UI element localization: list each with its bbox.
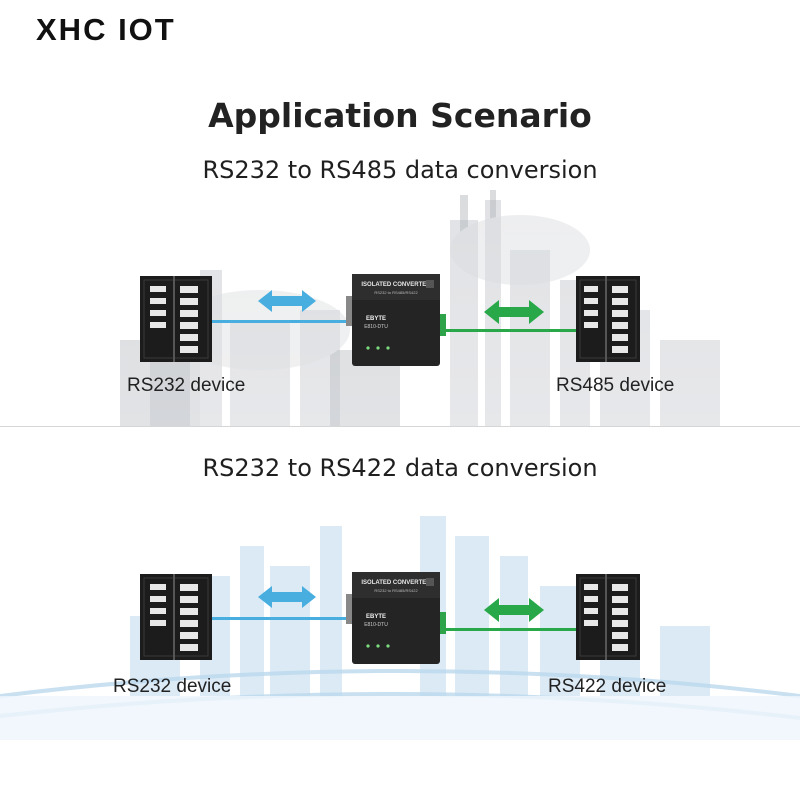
- isolated-converter: ISOLATED CONVERTER RS232 to RS485/RS422 …: [346, 274, 446, 366]
- rs485-cable: [446, 329, 576, 332]
- scenario-2-title: RS232 to RS422 data conversion: [202, 454, 598, 482]
- bidirectional-arrow-icon: [258, 290, 316, 312]
- scenario-2-diagram: ISOLATED CONVERTER RS232 to RS485/RS422 …: [0, 496, 800, 740]
- rs232-cable: [212, 320, 352, 323]
- converter-header: ISOLATED CONVERTER: [361, 580, 431, 586]
- rs232-device-label: RS232 device: [127, 375, 246, 396]
- rs485-device-label: RS485 device: [556, 375, 675, 396]
- rs422-device-label: RS422 device: [548, 676, 667, 697]
- brand-logo: XHC IOT: [36, 12, 176, 47]
- converter-brand: EBYTE: [366, 316, 386, 322]
- rs232-device: [140, 574, 212, 660]
- rs232-device-label: RS232 device: [113, 676, 232, 697]
- section-divider: [0, 426, 800, 427]
- rs422-cable: [446, 628, 576, 631]
- converter-header: ISOLATED CONVERTER: [361, 282, 431, 288]
- converter-brand: EBYTE: [366, 614, 386, 620]
- rs232-device: [140, 276, 212, 362]
- converter-subheader: RS232 to RS485/RS422: [374, 290, 418, 295]
- scenario-1-title: RS232 to RS485 data conversion: [202, 156, 598, 184]
- isolated-converter: ISOLATED CONVERTER RS232 to RS485/RS422 …: [346, 572, 446, 664]
- bidirectional-arrow-icon: [258, 586, 316, 608]
- bidirectional-arrow-icon: [484, 598, 544, 622]
- converter-subheader: RS232 to RS485/RS422: [374, 588, 418, 593]
- rs232-cable: [212, 617, 352, 620]
- rs422-device: [576, 574, 640, 660]
- city-background: [0, 516, 800, 740]
- scenario-1-diagram: ISOLATED CONVERTER RS232 to RS485/RS422 …: [0, 190, 800, 426]
- converter-model: E810-DTU: [364, 622, 388, 628]
- rs485-device: [576, 276, 640, 362]
- page-title: Application Scenario: [208, 96, 592, 135]
- bidirectional-arrow-icon: [484, 300, 544, 324]
- converter-model: E810-DTU: [364, 324, 388, 330]
